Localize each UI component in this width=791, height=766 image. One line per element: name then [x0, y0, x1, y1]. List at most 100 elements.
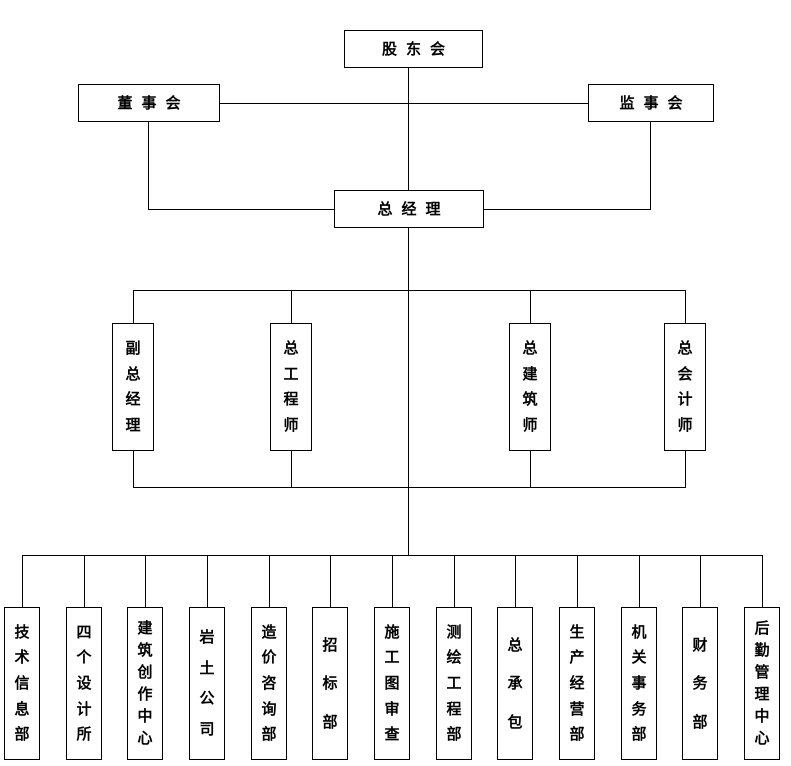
node-tech-info-dept: 技术信息部	[4, 607, 40, 760]
node-label-char: 设	[76, 674, 92, 692]
node-label-char: 财	[692, 636, 708, 654]
node-label-char: 筑	[137, 642, 153, 659]
connector	[148, 209, 334, 210]
node-geotechnical-company: 岩土公司	[189, 607, 225, 760]
node-label-char: 务	[631, 700, 647, 718]
node-label-char: 四	[76, 623, 92, 641]
node-chief-architect: 总建筑师	[509, 323, 551, 451]
node-label-char: 会	[667, 94, 683, 112]
connector	[148, 122, 149, 209]
node-architectural-creation-center: 建筑创作中心	[127, 607, 163, 760]
node-four-design-institutes: 四个设计所	[66, 607, 102, 760]
node-label-char: 务	[692, 675, 708, 692]
node-label-char: 程	[446, 700, 462, 718]
node-label-char: 部	[261, 726, 277, 744]
node-label-char: 股	[381, 40, 397, 58]
connector	[133, 290, 686, 291]
node-label-char: 技	[14, 623, 30, 641]
connector	[84, 555, 85, 607]
node-general-manager: 总经理	[334, 190, 484, 228]
node-label-char: 筑	[522, 391, 538, 409]
node-label-char: 计	[76, 700, 92, 718]
connector	[685, 451, 686, 487]
node-label-char: 管	[754, 664, 770, 681]
connector	[207, 555, 208, 607]
connector	[700, 555, 701, 607]
node-logistics-management-center: 后勤管理中心	[744, 607, 780, 760]
node-label-char: 总	[522, 339, 538, 357]
node-cost-consulting-dept: 造价咨询部	[251, 607, 287, 760]
node-construction-drawing-review: 施工图审查	[374, 607, 410, 760]
node-label-char: 创	[137, 664, 153, 681]
node-label-char: 会	[677, 365, 693, 383]
node-label-char: 后	[754, 620, 770, 637]
node-label-char: 信	[14, 674, 30, 692]
node-label-char: 土	[199, 659, 215, 677]
node-label-char: 营	[569, 700, 585, 718]
node-label-char: 测	[446, 623, 462, 641]
node-surveying-engineering-dept: 测绘工程部	[436, 607, 472, 760]
node-label-char: 中	[137, 708, 153, 725]
node-label-char: 标	[322, 675, 338, 692]
node-label-char: 师	[677, 417, 693, 435]
node-label-char: 建	[522, 365, 538, 383]
connector	[650, 122, 651, 209]
node-label-char: 事	[643, 94, 659, 112]
node-label-char: 中	[754, 708, 770, 725]
node-label-char: 师	[522, 417, 538, 435]
node-label-char: 监	[619, 94, 635, 112]
node-label-char: 经	[125, 391, 141, 409]
connector	[330, 555, 331, 607]
node-label-char: 生	[569, 623, 585, 641]
node-label-char: 理	[425, 200, 441, 218]
connector	[639, 555, 640, 607]
node-label-char: 个	[76, 649, 92, 667]
node-label-char: 勤	[754, 642, 770, 659]
node-label-char: 术	[14, 649, 30, 667]
node-label-char: 总	[677, 339, 693, 357]
node-label-char: 产	[569, 649, 585, 667]
connector	[484, 209, 651, 210]
node-label-char: 部	[14, 726, 30, 744]
node-label-char: 审	[384, 700, 400, 718]
connector	[133, 487, 686, 488]
node-label-char: 部	[631, 726, 647, 744]
node-label-char: 图	[384, 674, 400, 692]
node-label-char: 价	[261, 649, 277, 667]
connector	[454, 555, 455, 607]
node-board-of-directors: 董事会	[78, 84, 220, 122]
node-label-char: 师	[283, 417, 299, 435]
node-label-char: 总	[125, 365, 141, 383]
node-label-char: 承	[507, 675, 523, 692]
node-label-char: 所	[76, 726, 92, 744]
connector	[145, 555, 146, 607]
node-label-char: 部	[446, 726, 462, 744]
node-label-char: 心	[754, 730, 770, 747]
node-label-char: 经	[401, 200, 417, 218]
connector	[530, 290, 531, 323]
node-label-char: 总	[377, 200, 393, 218]
node-office-affairs-dept: 机关事务部	[621, 607, 657, 760]
node-label-char: 查	[384, 726, 400, 744]
node-label-char: 工	[283, 365, 299, 383]
node-label-char: 招	[322, 636, 338, 654]
node-label-char: 理	[125, 417, 141, 435]
node-label-char: 副	[125, 339, 141, 357]
connector	[291, 290, 292, 323]
node-label-char: 程	[283, 391, 299, 409]
node-label-char: 建	[137, 620, 153, 637]
node-label-char: 咨	[261, 674, 277, 692]
node-label-char: 计	[677, 391, 693, 409]
node-shareholders-meeting: 股东会	[344, 30, 483, 68]
node-label-char: 询	[261, 700, 277, 718]
node-label-char: 经	[569, 674, 585, 692]
connector	[392, 555, 393, 607]
node-deputy-general-manager: 副总经理	[112, 323, 154, 451]
node-label-char: 心	[137, 730, 153, 747]
connector	[291, 451, 292, 487]
connector	[269, 555, 270, 607]
node-label-char: 工	[446, 674, 462, 692]
connector	[408, 68, 409, 190]
node-production-operation-dept: 生产经营部	[559, 607, 595, 760]
